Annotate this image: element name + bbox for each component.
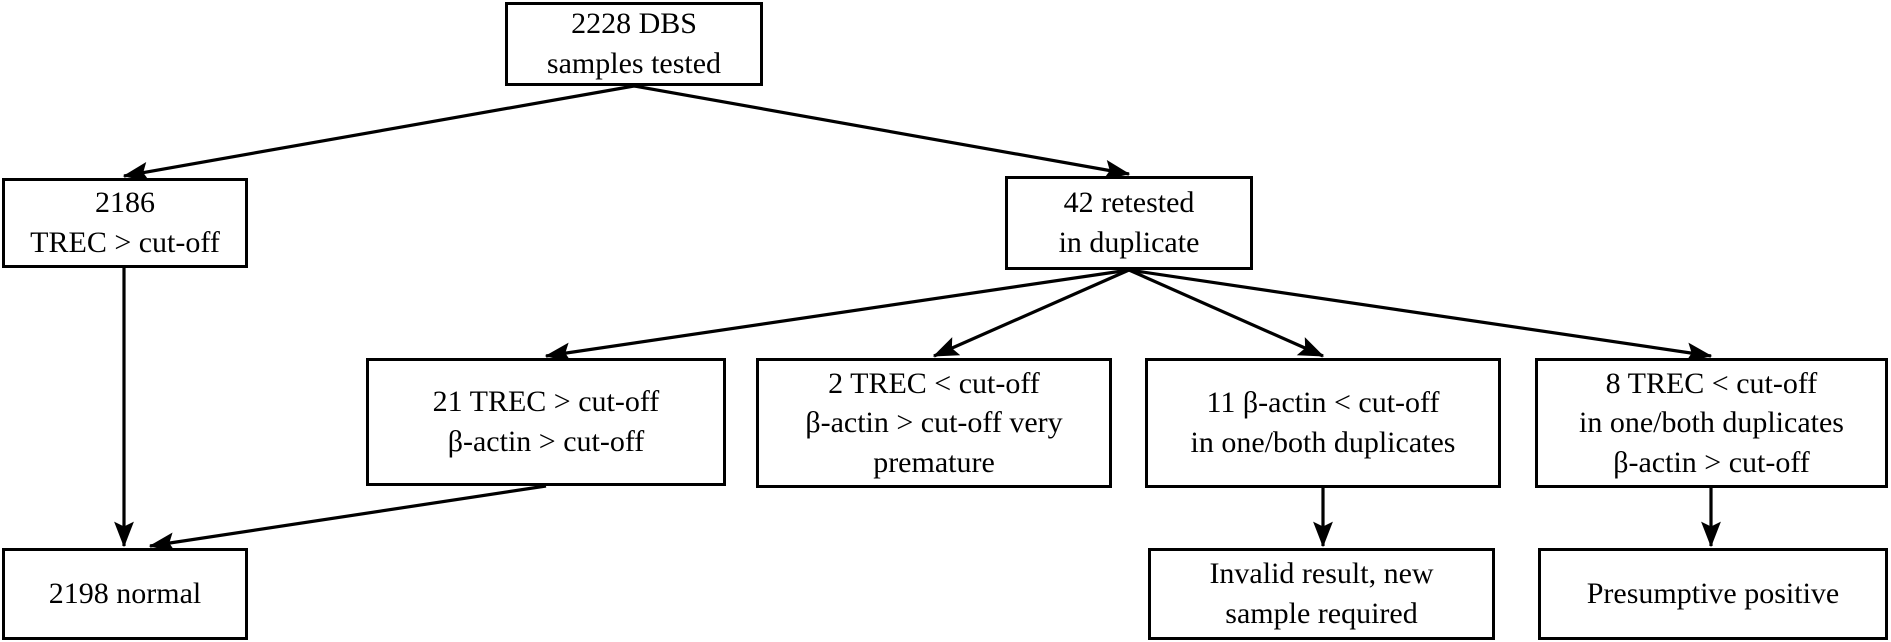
node-presumptive-positive-result: Presumptive positive: [1538, 548, 1888, 640]
node-label-line: 2198 normal: [48, 577, 202, 611]
node-label-line: 8 TREC < cut-off: [1605, 366, 1818, 400]
edge-mid1-to-normal: [148, 484, 547, 553]
node-label-line: 2 TREC < cut-off: [828, 366, 1040, 400]
node-label-line: in one/both duplicates: [1579, 406, 1844, 440]
node-label-line: 42 retested: [1063, 186, 1195, 220]
edge-retested-to-mid1: [544, 268, 1130, 363]
edge-retested-to-mid3: [1128, 268, 1325, 358]
node-label-line: in duplicate: [1058, 226, 1200, 259]
node-label-line: Invalid result, new: [1209, 557, 1434, 591]
node-label-line: samples tested: [546, 47, 722, 80]
edge-root-to-trec-above: [122, 84, 635, 182]
node-invalid-result: Invalid result, new sample required: [1148, 548, 1495, 640]
node-normal-result: 2198 normal: [2, 548, 248, 640]
node-retested-in-duplicate: 42 retested in duplicate: [1005, 176, 1253, 270]
node-label-line: premature: [873, 445, 995, 479]
node-trec-below-duplicates-bactin-above: 8 TREC < cut-off in one/both duplicates β-…: [1535, 358, 1888, 488]
node-label-line: Presumptive positive: [1586, 577, 1840, 611]
edge-retested-to-mid4: [1128, 268, 1713, 363]
node-label-line: 2186: [95, 186, 155, 220]
node-label-line: β-actin > cut-off: [447, 425, 645, 458]
edge-retested-to-mid2: [932, 268, 1130, 358]
node-label-line: β-actin > cut-off very: [805, 406, 1063, 440]
node-dbs-samples-tested: 2228 DBS samples tested: [505, 2, 763, 86]
node-label-line: sample required: [1225, 597, 1418, 630]
edge-root-to-retested: [633, 84, 1131, 180]
node-label-line: 11 β-actin < cut-off: [1206, 386, 1440, 420]
node-label-line: 21 TREC > cut-off: [432, 385, 660, 419]
node-label-line: TREC > cut-off: [30, 226, 220, 259]
node-bactin-below-duplicates: 11 β-actin < cut-off in one/both duplicat…: [1145, 358, 1501, 488]
node-trec-below-bactin-above-premature: 2 TREC < cut-off β-actin > cut-off very pr…: [756, 358, 1112, 488]
node-trec-above-bactin-above: 21 TREC > cut-off β-actin > cut-off: [366, 358, 726, 486]
node-label-line: in one/both duplicates: [1190, 426, 1456, 459]
node-label-line: β-actin > cut-off: [1613, 445, 1810, 479]
node-label-line: 2228 DBS: [571, 7, 697, 41]
